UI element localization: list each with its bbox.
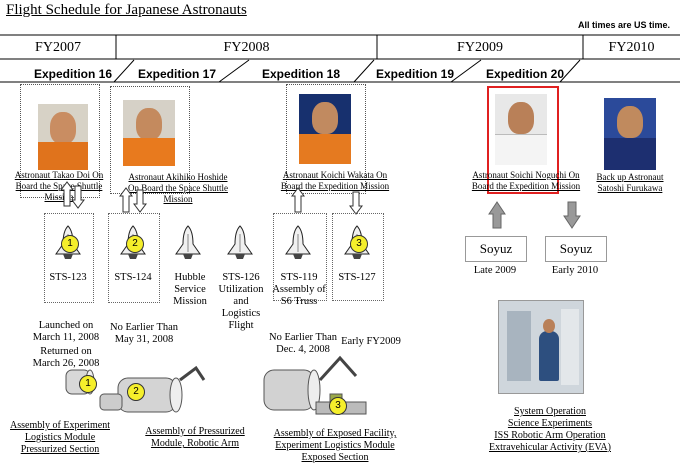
- arrows-layer: [60, 181, 581, 229]
- soyuz-late-2009[interactable]: Soyuz: [465, 236, 527, 262]
- up-arrow-icon: [60, 181, 74, 207]
- timeline-grid: [0, 34, 680, 83]
- space-shuttle-icon: [175, 225, 201, 260]
- module-1-badge: 1: [79, 375, 97, 393]
- iss-module-icon: [99, 365, 206, 413]
- sts-124-badge: 2: [126, 235, 144, 253]
- iss-module-icon: [263, 355, 367, 415]
- sts-123-launch-date: Launched on March 11, 2008: [32, 320, 100, 343]
- sts-123-box[interactable]: [44, 213, 94, 303]
- sts-123-label: STS-123: [49, 272, 87, 283]
- sts-123-badge: 1: [61, 235, 79, 253]
- astronaut-furukawa-photo: [604, 98, 656, 170]
- time-note: All times are US time.: [577, 20, 670, 30]
- modules-layer: [65, 355, 367, 415]
- expedition-19: Expedition 19: [375, 67, 455, 81]
- up-arrow-icon: [291, 187, 305, 213]
- astronaut-noguchi-photo: [495, 94, 547, 165]
- hubble-label: Hubble Service Mission: [173, 272, 207, 307]
- astronaut-hoshide-frame: [110, 86, 190, 194]
- astronaut-hoshide-photo: [123, 100, 175, 166]
- sts-127-label: STS-127: [338, 272, 376, 283]
- sts-119-box[interactable]: [273, 213, 327, 301]
- expedition-16: Expedition 16: [33, 67, 113, 81]
- down-arrow-icon: [563, 201, 581, 229]
- up-arrow-icon: [119, 187, 133, 213]
- down-arrow-icon: [133, 189, 147, 213]
- module-2-description[interactable]: Assembly of Pressurized Module, Robotic …: [145, 426, 245, 449]
- fy-2009: FY2009: [457, 40, 503, 55]
- astronaut-doi-caption[interactable]: Astronaut Takao Doi On Board the Space S…: [14, 170, 104, 202]
- astronaut-noguchi-frame[interactable]: [487, 86, 559, 194]
- operations-line-4[interactable]: Extravehicular Activity (EVA): [488, 442, 611, 453]
- expedition-17: Expedition 17: [137, 67, 217, 81]
- space-shuttle-icon: [227, 225, 253, 260]
- astronaut-noguchi-caption[interactable]: Astronaut Soichi Noguchi On Board the Ex…: [471, 170, 581, 191]
- astronaut-hoshide-caption[interactable]: Astronaut Akihiko Hoshide On Board the S…: [128, 172, 228, 204]
- astronaut-doi-frame: [20, 84, 100, 198]
- operations-line-1[interactable]: System Operation: [514, 406, 586, 417]
- module-3-badge: 3: [329, 397, 347, 415]
- sts-124-date: No Earlier Than May 31, 2008: [109, 322, 179, 345]
- down-arrow-icon: [71, 185, 85, 209]
- sts-119-date: No Earlier Than Dec. 4, 2008: [268, 332, 338, 355]
- iss-operations-photo: [498, 300, 584, 394]
- astronaut-wakata-photo: [299, 94, 351, 164]
- sts-127-badge: 3: [350, 235, 368, 253]
- module-2-badge: 2: [127, 383, 145, 401]
- down-arrow-icon: [349, 191, 363, 215]
- sts-124-box[interactable]: [108, 213, 160, 303]
- operations-line-2[interactable]: Science Experiments: [507, 418, 593, 429]
- shuttle-layer: [55, 225, 370, 260]
- module-1-description[interactable]: Assembly of Experiment Logistics Module …: [10, 420, 110, 455]
- soyuz-early-2010-date: Early 2010: [551, 265, 599, 276]
- operations-line-3[interactable]: ISS Robotic Arm Operation: [494, 430, 606, 441]
- fy-2010: FY2010: [608, 40, 655, 55]
- astronaut-furukawa-caption[interactable]: Back up Astronaut Satoshi Furukawa: [596, 172, 664, 193]
- fy-2007: FY2007: [35, 40, 81, 55]
- up-arrow-icon: [488, 201, 506, 229]
- soyuz-late-2009-date: Late 2009: [473, 265, 517, 276]
- astronaut-wakata-frame: [286, 84, 366, 194]
- sts-119-label: STS-119 Assembly of S6 Truss: [272, 272, 326, 307]
- sts-127-box[interactable]: [332, 213, 384, 301]
- sts-124-label: STS-124: [114, 272, 152, 283]
- sts-127-date: Early FY2009: [341, 336, 401, 347]
- expedition-18: Expedition 18: [261, 67, 341, 81]
- module-3-description[interactable]: Assembly of Exposed Facility, Experiment…: [273, 428, 397, 463]
- page-title: Flight Schedule for Japanese Astronauts: [6, 2, 247, 18]
- soyuz-early-2010[interactable]: Soyuz: [545, 236, 607, 262]
- fy-2008: FY2008: [223, 40, 270, 55]
- astronaut-doi-photo: [38, 104, 88, 170]
- astronaut-wakata-caption[interactable]: Astronaut Koichi Wakata On Board the Exp…: [280, 170, 390, 191]
- sts-123-return-date: Returned on March 26, 2008: [32, 346, 100, 369]
- expedition-20: Expedition 20: [485, 67, 565, 81]
- sts-126-label: STS-126 Utilization and Logistics Flight: [218, 272, 264, 331]
- space-shuttle-icon: [285, 225, 311, 260]
